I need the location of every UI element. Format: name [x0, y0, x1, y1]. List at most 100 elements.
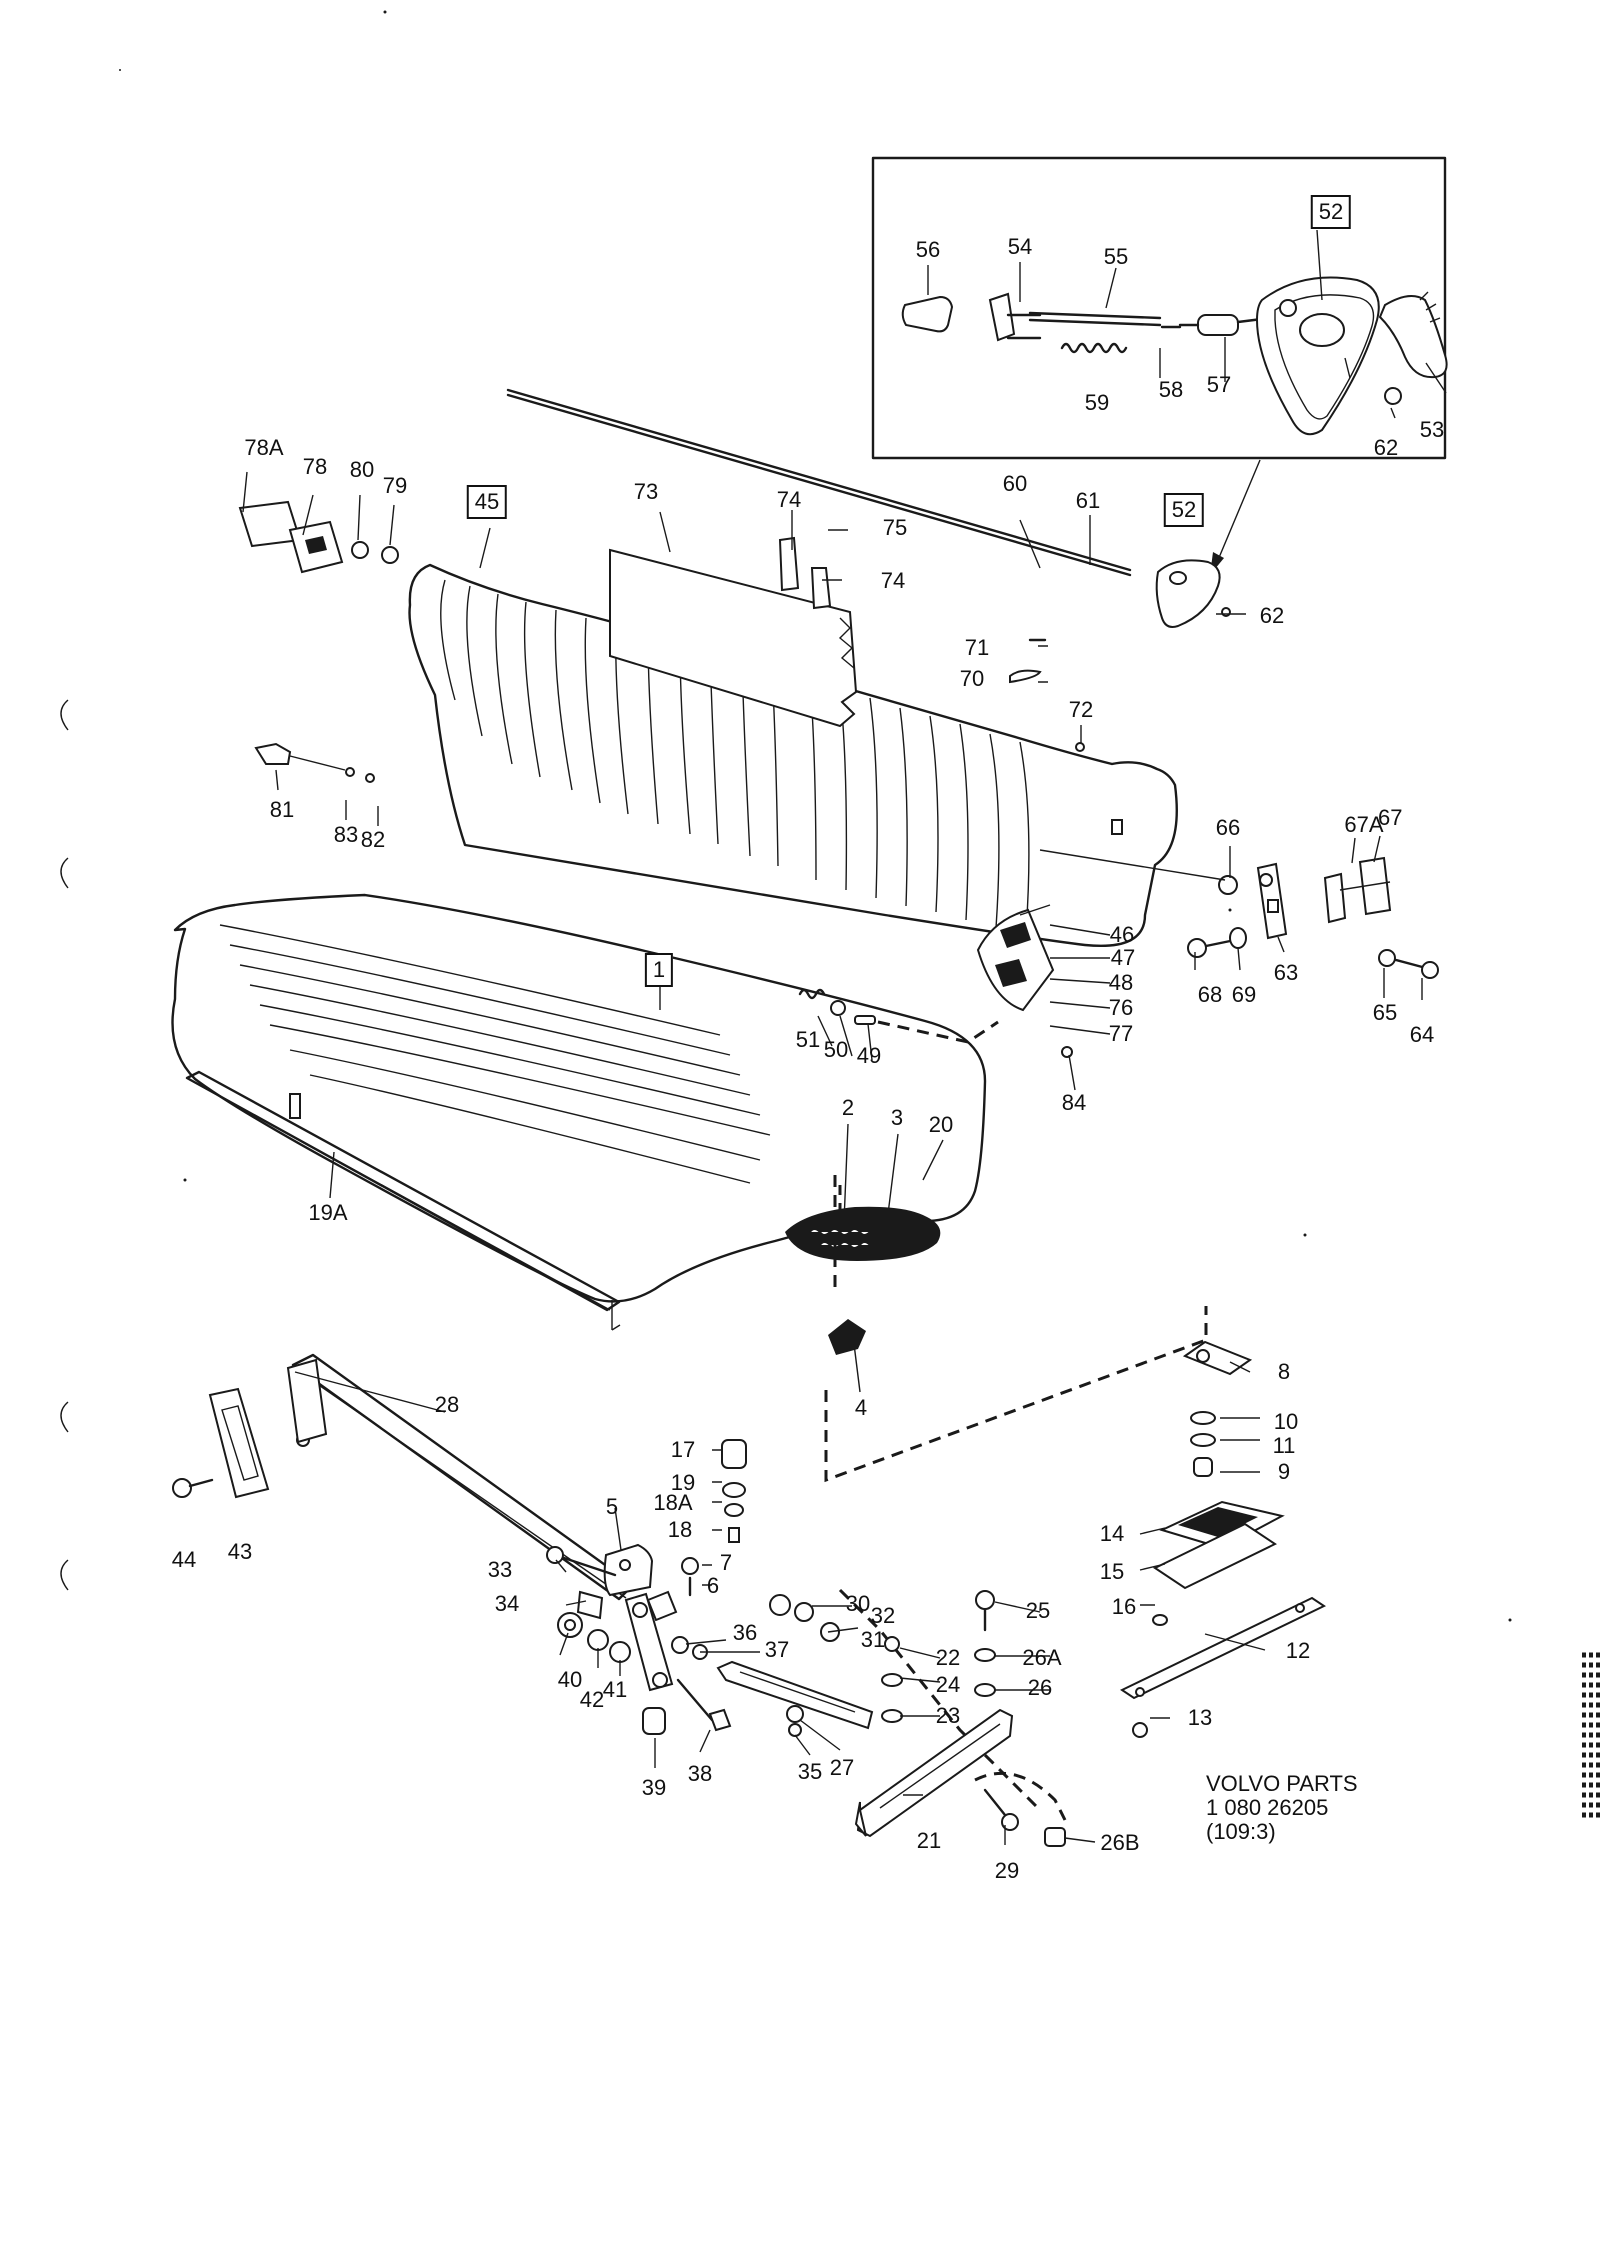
part-label-36: 36 — [732, 1620, 758, 1645]
part-label-52-inset: 52 — [1310, 195, 1352, 229]
part-label-53: 53 — [1419, 417, 1445, 442]
part-label-17: 17 — [670, 1437, 696, 1462]
part-label-66: 66 — [1215, 815, 1241, 840]
part-label-46: 46 — [1109, 922, 1135, 947]
part-label-40: 40 — [557, 1667, 583, 1692]
part-label-77: 77 — [1108, 1021, 1134, 1046]
part-label-57: 57 — [1206, 372, 1232, 397]
perforation-binding — [1582, 1652, 1600, 1818]
part-label-16: 16 — [1111, 1594, 1137, 1619]
part-label-43: 43 — [227, 1539, 253, 1564]
part-label-47: 47 — [1110, 945, 1136, 970]
part-label-19A: 19A — [308, 1200, 348, 1225]
print-specks — [119, 10, 1512, 1622]
part-label-19: 19 — [670, 1470, 696, 1495]
part-label-56: 56 — [915, 237, 941, 262]
part-label-6: 6 — [706, 1573, 720, 1598]
part-label-27: 27 — [829, 1755, 855, 1780]
part-label-70: 70 — [959, 666, 985, 691]
part-label-82: 82 — [360, 827, 386, 852]
part-label-15: 15 — [1099, 1559, 1125, 1584]
part-label-24: 24 — [935, 1672, 961, 1697]
caption-line-2: 1 080 26205 — [1206, 1795, 1329, 1820]
housing-52-small — [1155, 559, 1221, 628]
right-side-hardware — [1119, 1340, 1327, 1738]
part-label-69: 69 — [1231, 982, 1257, 1007]
part-label-67A: 67A — [1344, 812, 1384, 837]
part-label-21: 21 — [916, 1828, 942, 1853]
caption-line-3: (109:3) — [1206, 1819, 1276, 1844]
leader-lines — [242, 229, 1447, 1845]
part-label-72: 72 — [1068, 697, 1094, 722]
part-label-50: 50 — [823, 1037, 849, 1062]
part-label-41: 41 — [602, 1677, 628, 1702]
part-label-13: 13 — [1187, 1705, 1213, 1730]
lower-linkage — [546, 1439, 1066, 1847]
part-label-63: 63 — [1273, 960, 1299, 985]
part-label-49: 49 — [856, 1043, 882, 1068]
part-label-78A: 78A — [244, 435, 284, 460]
part-label-42: 42 — [579, 1687, 605, 1712]
part-label-73: 73 — [633, 479, 659, 504]
part-label-65: 65 — [1372, 1000, 1398, 1025]
part-label-78: 78 — [302, 454, 328, 479]
top-right-hardware — [1009, 638, 1085, 752]
part-label-2: 2 — [841, 1095, 855, 1120]
backrest-45 — [408, 536, 1178, 1012]
part-label-18: 18 — [667, 1517, 693, 1542]
part-label-62: 62 — [1259, 603, 1285, 628]
part-label-67: 67 — [1378, 805, 1403, 830]
part-label-84: 84 — [1061, 1090, 1087, 1115]
part-label-71: 71 — [964, 635, 990, 660]
catch-hardware — [798, 988, 1073, 1058]
part-label-23: 23 — [935, 1703, 961, 1728]
part-label-25: 25 — [1025, 1598, 1051, 1623]
part-label-22: 22 — [935, 1645, 961, 1670]
part-label-48: 48 — [1108, 970, 1134, 995]
caption-line-1: VOLVO PARTS — [1206, 1771, 1358, 1796]
part-label-32: 32 — [870, 1603, 896, 1628]
part-label-52: 52 — [1163, 493, 1205, 527]
part-label-5: 5 — [605, 1494, 619, 1519]
part-label-83: 83 — [333, 822, 359, 847]
part-label-45: 45 — [466, 485, 508, 519]
top-left-hardware — [238, 500, 399, 783]
part-label-3: 3 — [890, 1105, 904, 1130]
part-label-37: 37 — [764, 1637, 790, 1662]
inset-detail-box — [871, 156, 1448, 460]
part-label-34: 34 — [494, 1591, 520, 1616]
part-label-11: 11 — [1272, 1433, 1296, 1458]
part-label-7: 7 — [719, 1550, 733, 1575]
part-label-8: 8 — [1277, 1359, 1291, 1384]
part-label-74-top: 74 — [776, 487, 802, 512]
part-label-30: 30 — [845, 1591, 871, 1616]
adjuster-assembly — [172, 1353, 635, 1601]
part-label-59: 59 — [1084, 390, 1110, 415]
binder-holes — [60, 699, 69, 1591]
part-label-58: 58 — [1158, 377, 1184, 402]
part-label-26B: 26B — [1100, 1830, 1140, 1855]
part-label-10: 10 — [1273, 1409, 1299, 1434]
part-label-80: 80 — [349, 457, 375, 482]
part-label-26: 26 — [1027, 1675, 1053, 1700]
part-label-76: 76 — [1108, 995, 1134, 1020]
part-label-35: 35 — [797, 1759, 823, 1784]
part-label-55: 55 — [1103, 244, 1129, 269]
part-label-81: 81 — [269, 797, 295, 822]
part-label-60: 60 — [1002, 471, 1028, 496]
seat-cushion-1 — [171, 893, 987, 1355]
part-label-31: 31 — [860, 1627, 886, 1652]
part-label-68: 68 — [1197, 982, 1223, 1007]
part-label-14: 14 — [1099, 1521, 1125, 1546]
part-label-9: 9 — [1277, 1459, 1291, 1484]
catalog-caption: VOLVO PARTS 1 080 26205 (109:3) — [1206, 1772, 1358, 1844]
part-label-51: 51 — [795, 1027, 821, 1052]
part-label-18A: 18A — [653, 1490, 693, 1515]
part-label-38: 38 — [687, 1761, 713, 1786]
part-label-39: 39 — [641, 1775, 667, 1800]
part-label-28: 28 — [434, 1392, 460, 1417]
part-label-75: 75 — [882, 515, 908, 540]
part-label-54: 54 — [1007, 234, 1033, 259]
rod-60 — [506, 388, 1132, 577]
